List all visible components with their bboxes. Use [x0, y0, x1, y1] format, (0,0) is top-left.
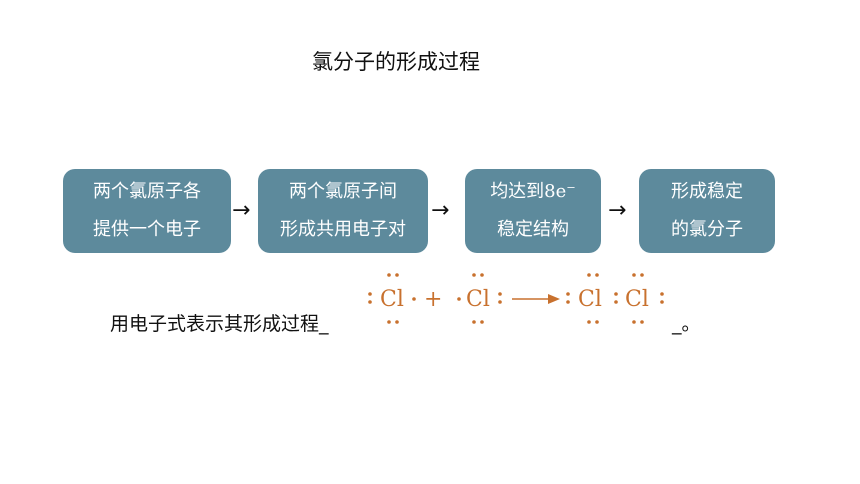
- electron-dot: [395, 320, 399, 324]
- electron-dot: [498, 292, 502, 296]
- electron-dot: [632, 273, 636, 277]
- atom-cl-1: Cl: [380, 287, 404, 312]
- electron-dot: [395, 273, 399, 277]
- electron-dot: [480, 273, 484, 277]
- electron-dot: [595, 320, 599, 324]
- electron-dot: [566, 300, 570, 304]
- electron-dot: [412, 297, 416, 301]
- question-suffix: _。: [672, 313, 701, 335]
- electron-dot: [387, 320, 391, 324]
- electron-dot: [498, 300, 502, 304]
- electron-dot: [566, 292, 570, 296]
- question-prompt: 用电子式表示其形成过程_: [110, 313, 329, 335]
- flow-step-4: 形成稳定 的氯分子: [639, 169, 775, 253]
- flow-arrow-2: →: [431, 198, 450, 223]
- electron-dot-equation: Cl + Cl Cl Cl: [360, 262, 680, 332]
- flow-step-2-line2: 形成共用电子对: [280, 219, 406, 240]
- electron-dot: [368, 300, 372, 304]
- flow-step-3-line2: 稳定结构: [497, 219, 569, 240]
- electron-dot: [368, 292, 372, 296]
- electron-dot: [480, 320, 484, 324]
- electron-dot: [472, 320, 476, 324]
- electron-dot: [614, 292, 618, 296]
- flow-step-1-line2: 提供一个电子: [93, 219, 201, 240]
- electron-dot: [614, 300, 618, 304]
- electron-dot: [387, 273, 391, 277]
- electron-dot: [587, 273, 591, 277]
- flow-arrow-1: →: [232, 198, 251, 223]
- electron-dot: [457, 297, 461, 301]
- electron-dot-svg: Cl + Cl Cl Cl: [368, 273, 664, 324]
- electron-dot: [587, 320, 591, 324]
- electron-dot: [632, 320, 636, 324]
- electron-dot: [640, 273, 644, 277]
- electron-dot: [660, 300, 664, 304]
- electron-dot: [595, 273, 599, 277]
- flow-step-3: 均达到8e⁻ 稳定结构: [465, 169, 601, 253]
- flow-step-2: 两个氯原子间 形成共用电子对: [258, 169, 428, 253]
- product-cl-2: Cl: [625, 287, 649, 312]
- page-title: 氯分子的形成过程: [312, 50, 480, 74]
- flow-step-3-line1: 均达到8e⁻: [490, 181, 576, 202]
- flow-step-4-line1: 形成稳定: [671, 181, 743, 202]
- electron-dot: [472, 273, 476, 277]
- flow-step-1: 两个氯原子各 提供一个电子: [63, 169, 231, 253]
- plus-sign: +: [424, 287, 442, 312]
- flow-step-1-line1: 两个氯原子各: [93, 181, 201, 202]
- flow-step-4-line2: 的氯分子: [671, 219, 743, 240]
- atom-cl-2: Cl: [466, 287, 490, 312]
- flow-arrow-3: →: [608, 198, 627, 223]
- electron-dot: [640, 320, 644, 324]
- reaction-arrow-head: [548, 294, 560, 304]
- flow-step-2-line1: 两个氯原子间: [289, 181, 397, 202]
- product-cl-1: Cl: [578, 287, 602, 312]
- electron-dot: [660, 292, 664, 296]
